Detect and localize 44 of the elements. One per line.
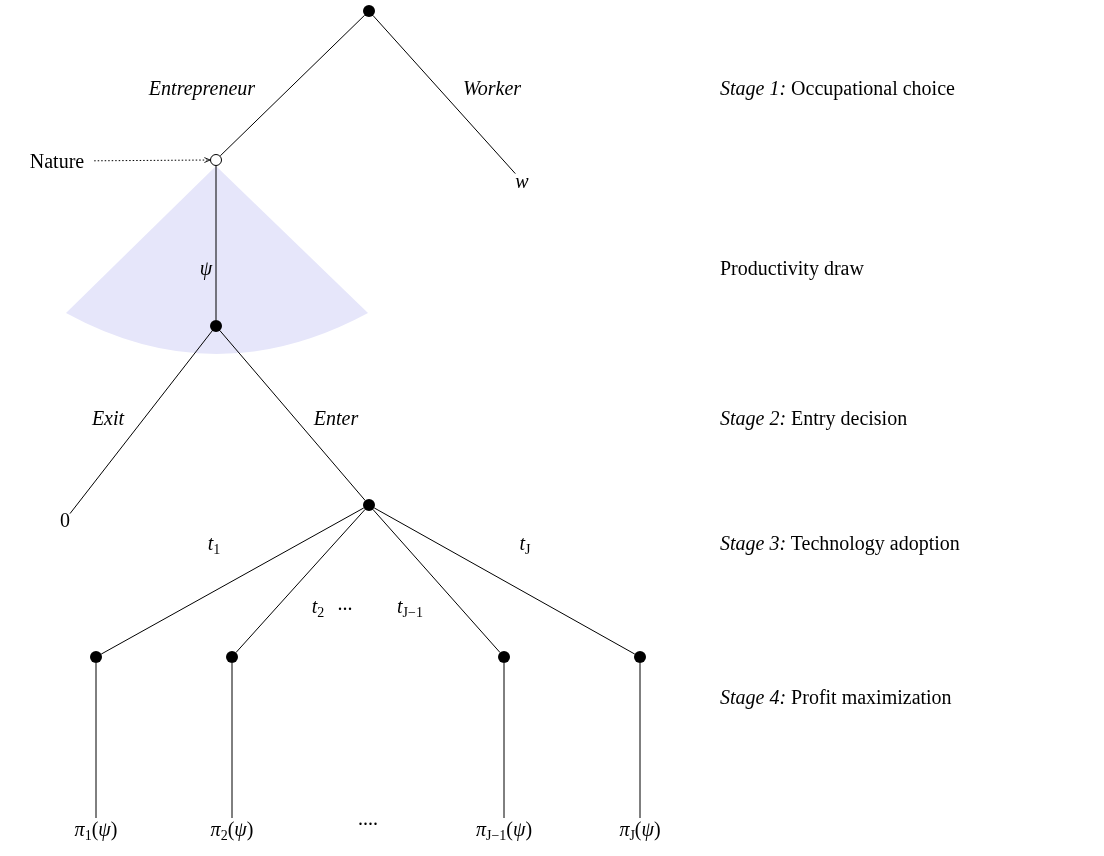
tree-branch [100,507,365,655]
edge-label: Enter [313,407,359,429]
edge-label: t$_{J}$ [519,532,531,554]
decision-node [363,499,375,511]
tree-branch [95,662,97,819]
tree-branch [503,662,505,819]
stage-label: Stage 3: Technology adoption [720,532,960,554]
payoff-label: π$_{J}$(ψ) [619,818,661,840]
tree-branch [231,662,233,819]
stage-label: Productivity draw [720,257,864,279]
stage-label: Stage 4: Profit maximization [720,686,952,708]
stage-label: Stage 2: Entry decision [720,407,908,429]
stage-label: Stage 1: Occupational choice [720,77,955,99]
tree-branch [215,165,217,321]
payoff-label: π$_{2}$(ψ) [210,818,254,840]
tree-branch [372,509,501,653]
payoff-label: π$_{1}$(ψ) [74,818,118,840]
decision-node [634,651,646,663]
ellipsis-label: .... [358,807,378,829]
edge-label: t$_{2}$ [311,595,325,617]
payoff-label: w [515,170,529,192]
tree-branch [219,14,366,157]
edge-label: Worker [462,77,522,99]
ellipsis-label: ... [337,592,353,614]
edge-label: Entrepreneur [148,77,256,99]
player-label: Nature [29,150,85,172]
tree-branch [235,509,366,653]
tree-branch [219,330,366,501]
payoff-label: π$_{J−1}$(ψ) [475,818,533,840]
payoff-label: 0 [60,509,70,531]
edge-label: t$_{J−1}$ [397,595,423,617]
edge-label: ψ [199,257,213,279]
chance-node [210,154,222,166]
tree-branch [639,662,641,819]
decision-node [363,5,375,17]
decision-node [90,651,102,663]
dotted-arrow [93,157,211,163]
edge-label: Exit [91,407,125,429]
edge-label: t$_{1}$ [207,532,221,554]
decision-node [226,651,238,663]
tree-branch [373,507,636,655]
decision-node [498,651,510,663]
tree-branch [372,15,516,175]
tree-branch [69,330,213,515]
